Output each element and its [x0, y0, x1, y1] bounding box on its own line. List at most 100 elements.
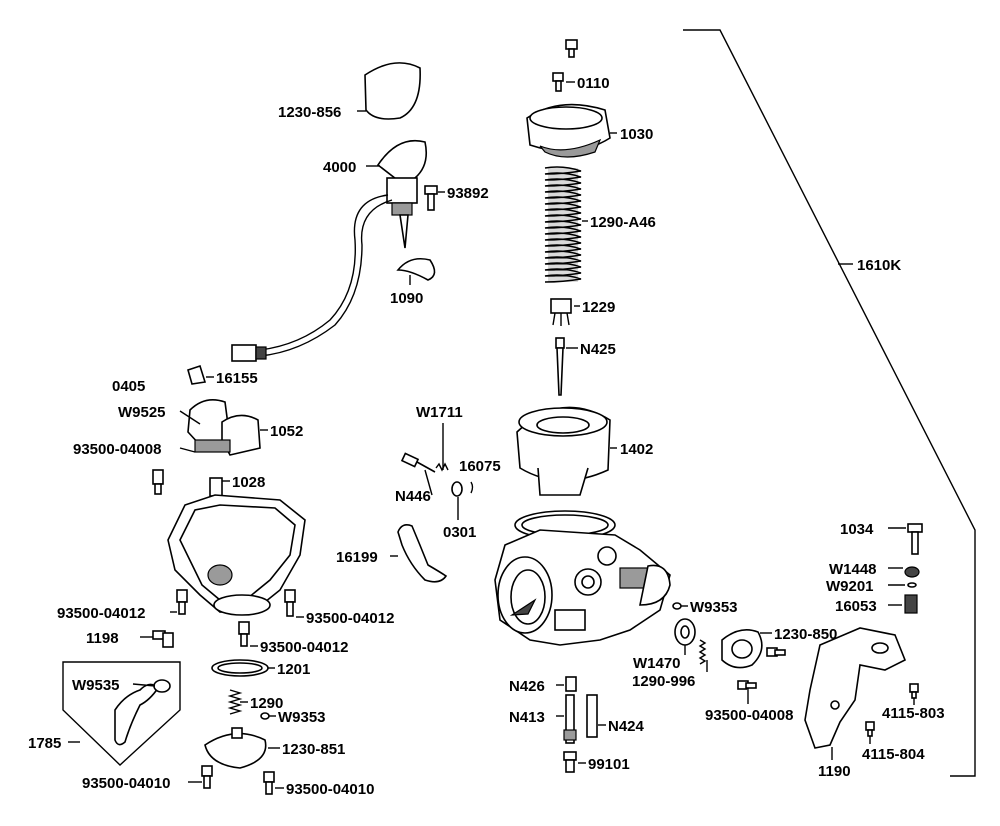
needle-clip-1229 — [550, 298, 572, 326]
label-1230-850: 1230-850 — [774, 626, 837, 643]
screw-W1711 — [400, 452, 436, 473]
label-16155: 16155 — [216, 370, 258, 387]
clip-16155 — [187, 364, 207, 385]
cap-1230-856 — [364, 62, 421, 120]
label-W9525: W9525 — [118, 404, 166, 421]
carburetor-body — [494, 510, 671, 646]
jet-N424 — [586, 694, 598, 738]
label-1201: 1201 — [277, 661, 310, 678]
label-93892: 93892 — [447, 185, 489, 202]
clip-16075 — [470, 481, 474, 494]
label-W9353-right: W9353 — [690, 599, 738, 616]
label-W9353-left: W9353 — [278, 709, 326, 726]
label-93500-04010-right: 93500-04010 — [286, 781, 374, 798]
label-W1470: W1470 — [633, 655, 681, 672]
screw-93892 — [424, 185, 438, 211]
label-16075: 16075 — [459, 458, 501, 475]
label-0110: 0110 — [577, 75, 610, 92]
label-1028: 1028 — [232, 474, 265, 491]
label-W1448: W1448 — [829, 561, 877, 578]
label-N424: N424 — [608, 718, 645, 735]
spring-1290-996 — [698, 639, 707, 665]
label-1290: 1290 — [250, 695, 283, 712]
screw-0110-lower — [552, 72, 564, 92]
label-93500-04010-left: 93500-04010 — [82, 775, 170, 792]
cover-1230-851 — [204, 727, 267, 769]
screw-93500-04012-right — [284, 589, 296, 617]
hose-16199 — [397, 524, 448, 583]
connector-plug — [231, 344, 267, 362]
label-1034: 1034 — [840, 521, 874, 538]
label-1190: 1190 — [818, 763, 851, 780]
washer-W1448 — [904, 566, 920, 578]
label-93500-04008-left: 93500-04008 — [73, 441, 161, 458]
label-16199: 16199 — [336, 549, 378, 566]
washer-W9353-right — [672, 602, 682, 610]
label-16053: 16053 — [835, 598, 877, 615]
screw-93500-04008-right — [737, 647, 786, 690]
assembly-bracket-line — [683, 29, 976, 777]
gasket-1201 — [211, 659, 269, 677]
label-1290-996: 1290-996 — [632, 673, 695, 690]
plate-1090 — [396, 257, 436, 281]
label-W9535: W9535 — [72, 677, 120, 694]
label-1785: 1785 — [28, 735, 61, 752]
spring-1290-A46 — [544, 166, 582, 283]
screw-93500-04010-right — [263, 771, 275, 795]
label-1030: 1030 — [620, 126, 653, 143]
jet-N413 — [563, 694, 577, 744]
diaphragm-1402 — [516, 406, 611, 496]
label-4115-804: 4115-804 — [862, 746, 925, 763]
spring-16053 — [904, 594, 918, 614]
label-1230-851: 1230-851 — [282, 741, 345, 758]
label-93500-04012-left: 93500-04012 — [57, 605, 145, 622]
screw-4115-803 — [909, 683, 919, 699]
label-1052: 1052 — [270, 423, 303, 440]
label-N446: N446 — [395, 488, 431, 505]
label-99101: 99101 — [588, 756, 630, 773]
label-N425: N425 — [580, 341, 616, 358]
screw-0110 — [565, 39, 578, 58]
float-bowl — [167, 494, 306, 616]
jet-N426 — [565, 676, 577, 692]
label-93500-04008-right: 93500-04008 — [705, 707, 793, 724]
label-93500-04012-right: 93500-04012 — [306, 610, 394, 627]
ring-W1470 — [674, 618, 696, 646]
hose-kit-1785 — [62, 661, 181, 766]
needle-N425 — [555, 337, 565, 396]
washer-0301 — [451, 481, 463, 497]
label-1230-856: 1230-856 — [278, 104, 341, 121]
screw-4115-804 — [865, 721, 875, 737]
bracket-1190 — [804, 627, 907, 749]
label-4000: 4000 — [323, 159, 356, 176]
spring-N446 — [435, 462, 449, 472]
label-1610K: 1610K — [857, 257, 901, 274]
label-W9201: W9201 — [826, 578, 874, 595]
screw-93500-04012-mid — [238, 621, 250, 647]
label-1229: 1229 — [582, 299, 615, 316]
plug-1198 — [152, 630, 174, 648]
label-1402: 1402 — [620, 441, 653, 458]
screw-1034 — [907, 523, 923, 555]
label-0405: 0405 — [112, 378, 145, 395]
cover-1230-850 — [721, 629, 763, 669]
screw-93500-04008-left — [152, 469, 164, 495]
label-4115-803: 4115-803 — [882, 705, 945, 722]
choke-4000 — [259, 140, 428, 357]
label-W1711: W1711 — [416, 404, 463, 421]
screw-99101 — [563, 751, 577, 773]
label-N426: N426 — [509, 678, 545, 695]
cap-1030 — [526, 103, 611, 158]
spring-coil-path — [544, 166, 582, 283]
label-1290-A46: 1290-A46 — [590, 214, 656, 231]
screw-93500-04010-left — [201, 765, 213, 789]
screw-93500-04012-left — [176, 589, 188, 615]
washer-W9201 — [907, 582, 917, 588]
label-0301: 0301 — [443, 524, 476, 541]
label-N413: N413 — [509, 709, 545, 726]
label-1198: 1198 — [86, 630, 119, 647]
spring-1290 — [227, 689, 243, 715]
label-1090: 1090 — [390, 290, 423, 307]
